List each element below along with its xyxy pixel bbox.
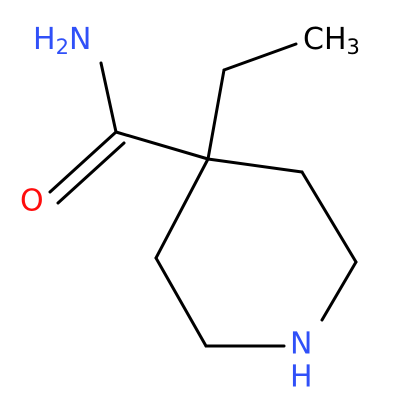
- bond-c4-c5: [206, 157, 304, 174]
- bond-c2-c3: [154, 256, 208, 348]
- bond-c4-ch2: [206, 68, 226, 161]
- bond-carbonyl-nh2: [99, 61, 118, 134]
- carbonyl-oxygen-label: O: [20, 184, 44, 219]
- bond-carbonyl-oxygen-2: [56, 141, 126, 205]
- amide-nh2-label: H2N: [33, 22, 91, 60]
- ring-nitrogen-label: N: [290, 327, 312, 362]
- bond-c4-carbonyl: [114, 130, 210, 161]
- bond-carbonyl-oxygen-1: [48, 130, 118, 194]
- bond-c3-c4: [154, 157, 210, 260]
- atom-labels: H2N O CH3 N H: [20, 22, 360, 395]
- bonds: [48, 42, 358, 348]
- bond-ch2-ch3: [222, 42, 298, 72]
- bond-c5-c6: [300, 170, 358, 264]
- ring-nitrogen-hydrogen-label: H: [290, 360, 313, 395]
- bond-c6-n1: [320, 260, 358, 322]
- methyl-label: CH3: [303, 22, 360, 60]
